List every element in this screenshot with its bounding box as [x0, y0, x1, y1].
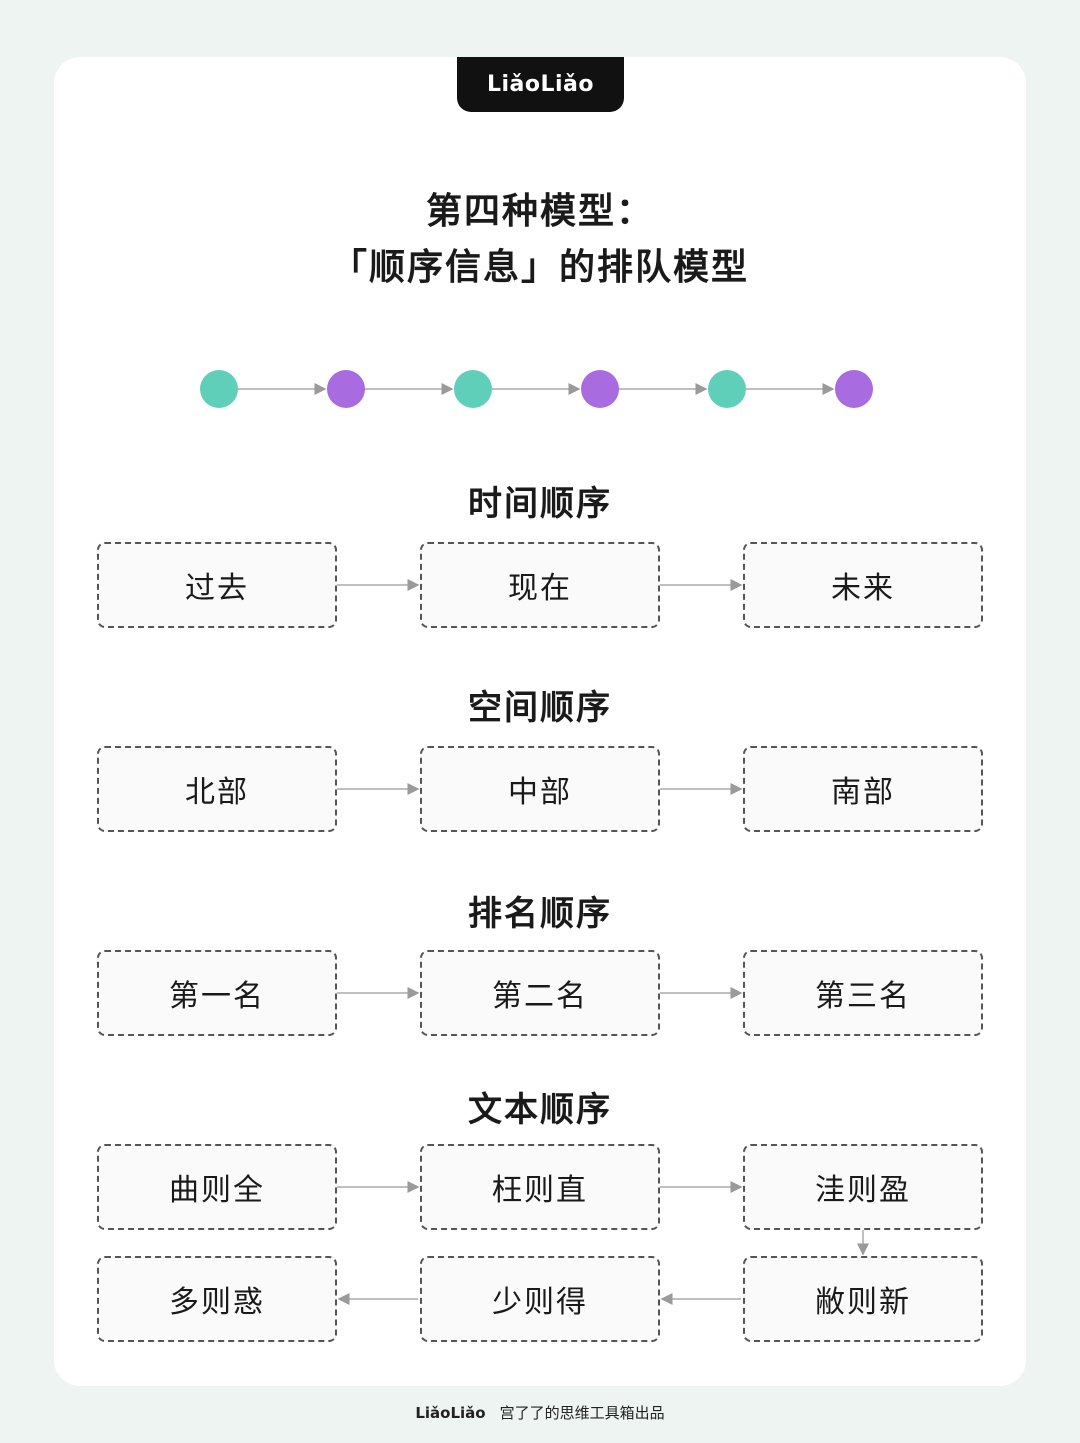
box-middle: 中部 — [420, 746, 660, 832]
box-text-r1-c2: 枉则直 — [420, 1144, 660, 1230]
box-text-r2-c3: 敝则新 — [743, 1256, 983, 1342]
sequence-dot-purple — [835, 370, 873, 408]
box-second: 第二名 — [420, 950, 660, 1036]
box-south: 南部 — [743, 746, 983, 832]
box-third: 第三名 — [743, 950, 983, 1036]
box-text-r2-c1: 多则惑 — [97, 1256, 337, 1342]
section-title-rank: 排名顺序 — [468, 894, 612, 934]
sequence-dot-purple — [327, 370, 365, 408]
page-title-line-2: 「顺序信息」的排队模型 — [330, 247, 749, 288]
box-text-r1-c3: 洼则盈 — [743, 1144, 983, 1230]
footer-text: 宫了了的思维工具箱出品 — [499, 1404, 665, 1422]
footer-brand-logo: LiǎoLiǎo — [415, 1403, 486, 1422]
page-title-line-1: 第四种模型： — [425, 191, 654, 232]
section-title-text: 文本顺序 — [468, 1090, 612, 1130]
sequence-dots-diagram — [200, 370, 873, 408]
box-text-r2-c2: 少则得 — [420, 1256, 660, 1342]
box-past: 过去 — [97, 542, 337, 628]
footer: LiǎoLiǎo 宫了了的思维工具箱出品 — [0, 1402, 1080, 1423]
sequence-dot-purple — [581, 370, 619, 408]
box-future: 未来 — [743, 542, 983, 628]
box-present: 现在 — [420, 542, 660, 628]
sequence-dot-teal — [454, 370, 492, 408]
box-text-r1-c1: 曲则全 — [97, 1144, 337, 1230]
section-title-space: 空间顺序 — [468, 688, 612, 728]
box-north: 北部 — [97, 746, 337, 832]
box-first: 第一名 — [97, 950, 337, 1036]
sequence-dot-teal — [708, 370, 746, 408]
sequence-dot-teal — [200, 370, 238, 408]
section-title-time: 时间顺序 — [468, 484, 612, 524]
brand-logo: LiǎoLiǎo — [457, 57, 624, 112]
